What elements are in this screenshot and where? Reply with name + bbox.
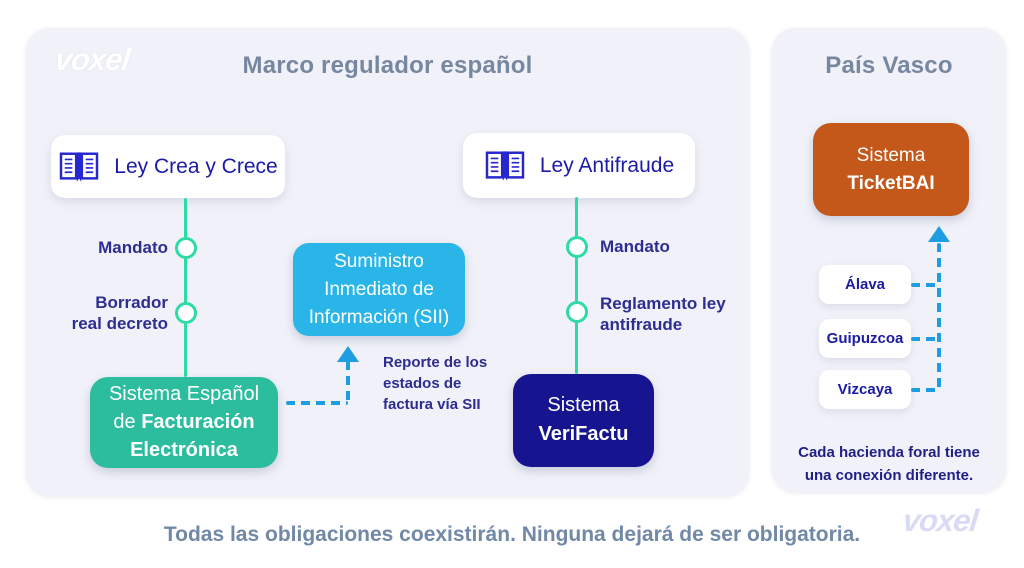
pv-note-line: Cada hacienda foral tiene <box>798 444 980 461</box>
milestone-label-reglamento: Reglamento ley antifraude <box>600 293 726 335</box>
province-connector <box>911 388 939 392</box>
province-card-guipuzcoa: Guipuzcoa <box>819 319 911 358</box>
milestone-line: Borrador <box>95 293 168 312</box>
sii-note-line: Reporte de los <box>383 354 488 371</box>
province-connector <box>911 337 939 341</box>
sii-line2: Inmediato de <box>324 279 434 300</box>
province-label: Álava <box>844 276 886 293</box>
verifactu-line1: Sistema <box>547 394 620 416</box>
province-connector <box>911 283 939 287</box>
milestone-circle <box>175 237 197 259</box>
efactura-system-box: Sistema Español de Facturación Electróni… <box>90 377 278 468</box>
sii-box: Suministro Inmediato de Información (SII… <box>293 243 465 336</box>
sii-connector-vertical <box>346 361 350 403</box>
milestone-circle <box>566 301 588 323</box>
milestone-circle <box>566 236 588 258</box>
pais-vasco-note: Cada hacienda foral tiene una conexión d… <box>772 441 1006 487</box>
ticketbai-connector-vertical <box>937 243 941 390</box>
efactura-line2: de Facturación <box>113 411 255 433</box>
open-book-icon <box>60 151 99 182</box>
sii-line1: Suministro <box>334 251 424 272</box>
sii-note-line: estados de <box>383 375 462 392</box>
pais-vasco-panel <box>772 28 1006 492</box>
voxel-logo-bottom: voxel <box>901 503 980 538</box>
milestone-label-mandato-antifraude: Mandato <box>600 237 670 256</box>
efactura-line3: Electrónica <box>130 439 238 461</box>
milestone-label-borrador: Borrador real decreto <box>20 292 168 334</box>
province-card-vizcaya: Vizcaya <box>819 370 911 409</box>
ticketbai-system-box: Sistema TicketBAI <box>813 123 969 216</box>
law-label: Ley Antifraude <box>539 153 675 177</box>
sii-line3: Información (SII) <box>308 307 450 328</box>
timeline-antifraude <box>575 197 578 374</box>
province-label: Guipuzcoa <box>826 330 904 347</box>
milestone-line: antifraude <box>600 315 683 334</box>
timeline-crea <box>184 198 187 377</box>
sii-note-line: factura vía SII <box>383 396 481 413</box>
ley-antifraude-card: Ley Antifraude <box>463 133 695 198</box>
milestone-line: Reglamento ley <box>600 294 726 313</box>
sii-arrowhead-icon <box>337 346 359 362</box>
verifactu-system-box: Sistema VeriFactu <box>513 374 654 467</box>
pais-vasco-panel-title: País Vasco <box>825 52 953 79</box>
milestone-circle <box>175 302 197 324</box>
law-label: Ley Crea y Crece <box>114 154 278 178</box>
province-label: Vizcaya <box>837 381 893 398</box>
spain-panel-title: Marco regulador español <box>242 52 533 79</box>
milestone-label-mandato-crea: Mandato <box>98 238 168 257</box>
open-book-icon <box>485 150 525 181</box>
ticketbai-line2: TicketBAI <box>847 173 935 194</box>
pv-note-line: una conexión diferente. <box>804 467 974 484</box>
footer-caption: Todas las obligaciones coexistirán. Ning… <box>163 523 861 546</box>
sii-connector-horizontal <box>286 401 348 405</box>
ticketbai-arrowhead-icon <box>928 226 950 242</box>
milestone-line: real decreto <box>71 314 168 333</box>
ticketbai-line1: Sistema <box>856 145 926 166</box>
province-card-alava: Álava <box>819 265 911 304</box>
efactura-line1: Sistema Español <box>108 383 260 405</box>
verifactu-line2: VeriFactu <box>538 423 629 445</box>
sii-note: Reporte de los estados de factura vía SI… <box>383 352 487 415</box>
ley-crea-y-crece-card: Ley Crea y Crece <box>51 135 285 198</box>
